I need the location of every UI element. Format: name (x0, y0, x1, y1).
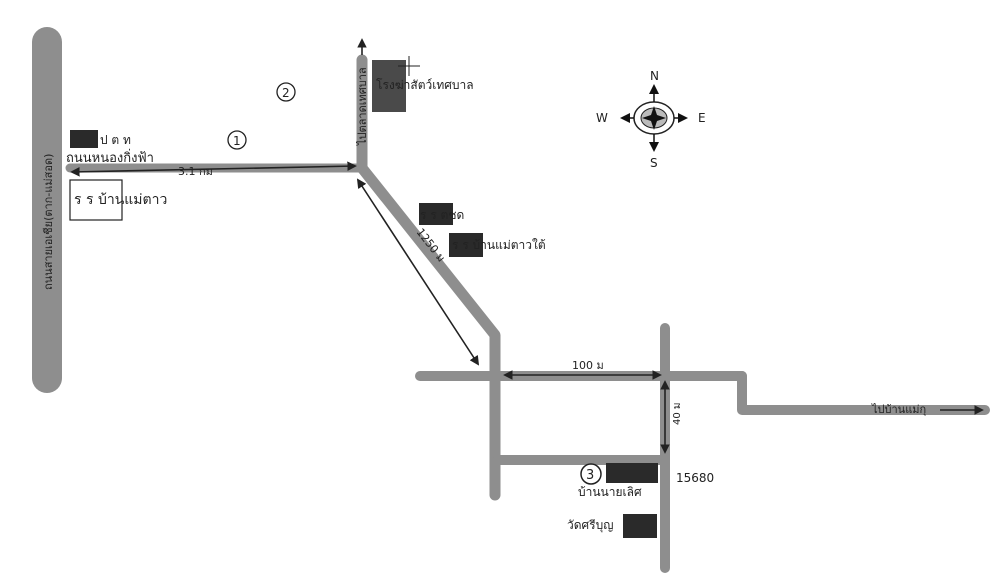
road-east-branch (737, 371, 990, 415)
pdot-label: ป ต ท (100, 133, 131, 147)
south-arrow-icon (649, 142, 659, 152)
south-school-block (449, 233, 483, 257)
pdot-block (70, 130, 98, 148)
temple-block (623, 514, 657, 538)
compass-rose-icon: N S E W (596, 69, 706, 170)
house-block (606, 463, 658, 483)
zip-label: 15680 (676, 471, 714, 485)
school-label: ร ร บ้านแม่ตาว (74, 192, 167, 208)
compass-star-h (642, 114, 666, 122)
house-label: บ้านนายเลิศ (578, 485, 642, 499)
west-arrow-icon (620, 113, 630, 123)
north-arrow-icon (649, 84, 659, 94)
tpn-block (419, 203, 453, 225)
road-network (32, 27, 990, 573)
arrow-1250 (356, 178, 480, 366)
numbered-markers: 1 2 3 (227, 82, 602, 485)
slaughter-label: โรงฆ่าสัตว์เทศบาล (376, 78, 474, 92)
dist-100-label: 100 ม (572, 359, 604, 372)
dist-40-label: 40 ม (672, 403, 683, 426)
marker-3: 3 (586, 468, 594, 483)
tpn-label: ร ร ตชด (420, 208, 464, 222)
school-box (69, 179, 123, 221)
temple-label: วัดศรีบุญ (567, 518, 613, 533)
to-tak-label: ไปตลาดเทศบาล (356, 67, 369, 146)
marker-2-circle (276, 82, 296, 102)
cursor-crosshair-icon (398, 56, 420, 76)
main-road-label: ถนนสายเอเชีย(ตาก-แม่สอด) (42, 154, 55, 290)
south-school-label: ร ร บ้านแม่ตาวใต้ (452, 238, 546, 252)
slaughter-block (372, 60, 406, 112)
map-labels: ถนนสายเอเชีย(ตาก-แม่สอด) ป ต ท ถนนหนองกิ… (42, 67, 926, 533)
road-nong-label: ถนนหนองกิ่งฟ้า (66, 149, 154, 166)
compass-e: E (698, 111, 706, 125)
dist-31-label: 3.1 กม (178, 165, 213, 178)
marker-3-circle (580, 463, 602, 485)
compass-n: N (650, 69, 659, 83)
to-mae-label: ไปบ้านแม่กุ (871, 403, 926, 416)
distance-markers (70, 38, 984, 454)
compass-s: S (650, 156, 658, 170)
marker-1: 1 (233, 134, 241, 148)
marker-2: 2 (282, 86, 290, 100)
buildings (70, 60, 658, 538)
marker-1-circle (227, 130, 247, 150)
east-arrow-icon (678, 113, 688, 123)
arrow-3km (70, 161, 357, 177)
compass-w: W (596, 111, 608, 125)
